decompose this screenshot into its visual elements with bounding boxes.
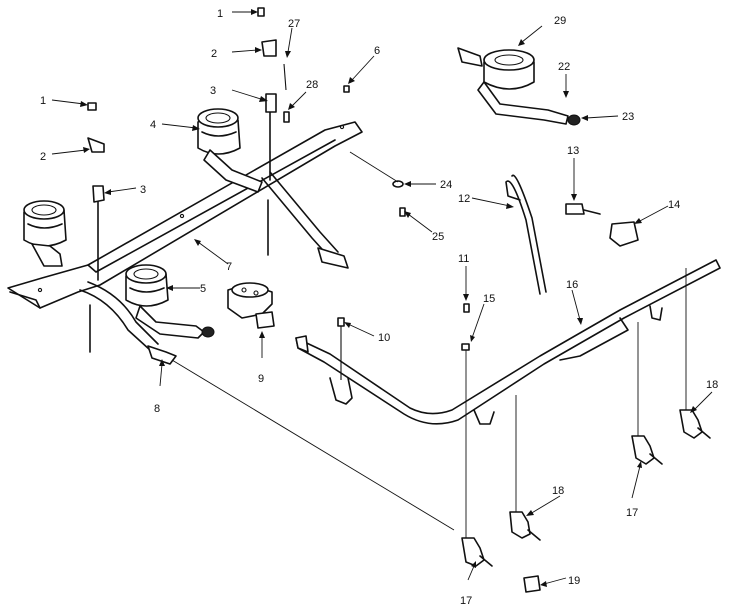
callout-19: 19 bbox=[568, 575, 580, 587]
callout-5: 5 bbox=[200, 283, 206, 295]
callout-18-lower: 18 bbox=[552, 485, 564, 497]
burner-rear-left bbox=[197, 108, 263, 193]
callout-labels: 1 2 27 3 28 6 29 22 23 1 4 2 3 13 24 12 … bbox=[40, 8, 718, 607]
callout-28: 28 bbox=[306, 79, 318, 91]
callout-16: 16 bbox=[566, 279, 578, 291]
callout-12: 12 bbox=[458, 193, 470, 205]
pressure-regulator bbox=[227, 282, 275, 329]
callout-1-top: 1 bbox=[217, 8, 223, 20]
callout-23: 23 bbox=[622, 111, 634, 123]
callout-leaders bbox=[51, 9, 713, 587]
callout-11: 11 bbox=[458, 253, 469, 265]
support-rods bbox=[97, 99, 271, 281]
callout-27: 27 bbox=[288, 18, 300, 30]
callout-17-bottom: 17 bbox=[460, 595, 472, 607]
manifold-pipe bbox=[295, 259, 721, 425]
orifices bbox=[337, 303, 470, 380]
callout-8: 8 bbox=[154, 403, 160, 415]
callout-29: 29 bbox=[554, 15, 566, 27]
valve-17-bottom bbox=[461, 537, 493, 567]
burner-support-frame bbox=[7, 121, 363, 309]
callout-3-top: 3 bbox=[210, 85, 216, 97]
callout-10: 10 bbox=[378, 332, 390, 344]
clip-19 bbox=[523, 575, 541, 593]
callout-6: 6 bbox=[374, 45, 380, 57]
callout-14: 14 bbox=[668, 199, 680, 211]
support-arms bbox=[261, 171, 349, 269]
valve-17-right bbox=[631, 435, 663, 465]
callout-15: 15 bbox=[483, 293, 495, 305]
hardware-left-set bbox=[87, 102, 105, 203]
parts-24-25 bbox=[392, 180, 406, 217]
valve-18-right bbox=[679, 409, 711, 439]
callout-2-top: 2 bbox=[211, 48, 217, 60]
callout-1-left: 1 bbox=[40, 95, 46, 107]
valve-18-lower bbox=[509, 511, 541, 541]
burner-tube-left bbox=[79, 281, 177, 365]
valve-drop-lines bbox=[465, 268, 687, 540]
burner-top-right bbox=[457, 47, 581, 126]
callout-7: 7 bbox=[226, 261, 232, 273]
callout-17-right: 17 bbox=[626, 507, 638, 519]
callout-9: 9 bbox=[258, 373, 264, 385]
callout-4: 4 bbox=[150, 119, 156, 131]
callout-18-right: 18 bbox=[706, 379, 718, 391]
hardware-top-set bbox=[257, 7, 350, 123]
callout-13: 13 bbox=[567, 145, 579, 157]
callout-25: 25 bbox=[432, 231, 444, 243]
callout-24: 24 bbox=[440, 179, 452, 191]
burner-front-center bbox=[125, 264, 215, 339]
bypass-tube bbox=[505, 174, 639, 295]
callout-22: 22 bbox=[558, 61, 570, 73]
reference-leaders bbox=[171, 151, 455, 531]
callout-2-left: 2 bbox=[40, 151, 46, 163]
callout-3-left: 3 bbox=[140, 184, 146, 196]
burner-front-left bbox=[23, 200, 67, 267]
